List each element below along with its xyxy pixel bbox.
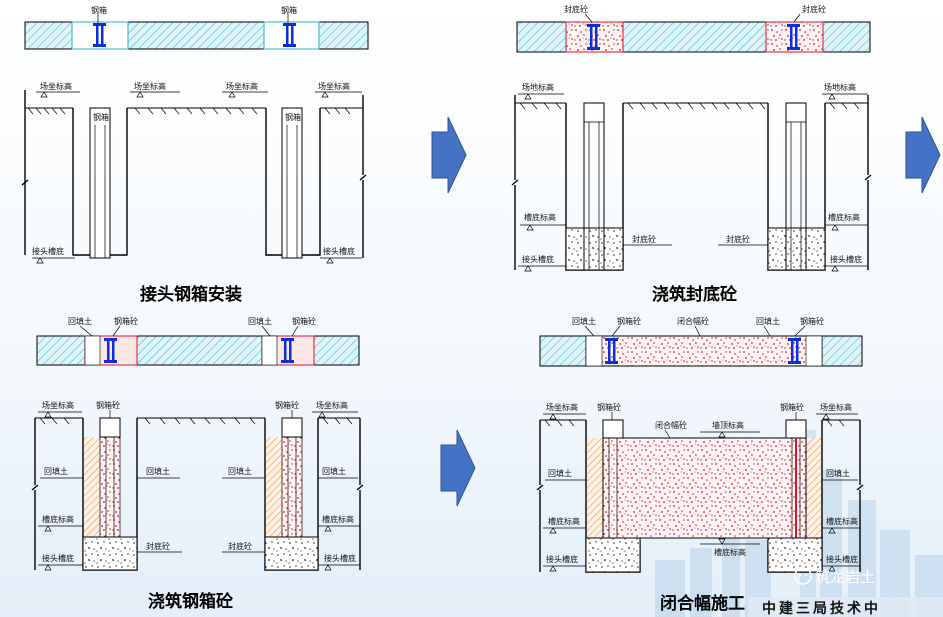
label-seal-concrete: 封底砼 <box>632 234 656 244</box>
label-box-concrete: 钢箱砼 <box>597 402 621 412</box>
steel-box-icon <box>281 338 294 363</box>
label-trench-bottom: 槽底标高 <box>42 514 74 524</box>
label-box-concrete: 钢箱砼 <box>114 316 138 326</box>
label-seal-concrete: 封底砼 <box>802 4 826 14</box>
label-backfill: 回填土 <box>548 468 572 478</box>
arrow-right-icon <box>431 116 467 194</box>
label-steel-box-vertical: 钢箱 <box>93 112 109 122</box>
label-backfill: 回填土 <box>572 316 596 326</box>
label-backfill: 回填土 <box>44 466 68 476</box>
label-top-elevation: 墙顶标高 <box>712 420 744 430</box>
watermark: 筑龙岩土 <box>794 567 875 586</box>
label-site-elevation: 场坐标高 <box>316 400 348 410</box>
label-trench-bottom: 槽底标高 <box>322 514 354 524</box>
plan-view-4: 回填土 钢箱砼 闭合幅砼 回填土 钢箱砼 <box>539 316 863 367</box>
label-backfill: 回填土 <box>68 316 92 326</box>
label-joint-bottom: 接头槽底 <box>830 254 862 264</box>
label-site-elevation: 场地标高 <box>824 82 856 92</box>
section-view-3: 场坐标高 钢箱砼 钢箱砼 场坐标高 回填土 回填土 回填土 回填土 槽底标高 槽… <box>31 400 364 571</box>
steel-box-icon <box>587 24 600 50</box>
label-joint-bottom: 接头槽底 <box>323 246 355 256</box>
plan-view-3: 回填土 钢箱砼 回填土 钢箱砼 <box>36 316 360 366</box>
arrow-right-icon <box>905 116 941 194</box>
label-site-elevation: 场坐标高 <box>226 81 258 91</box>
label-steel-box-vertical: 钢箱 <box>285 112 301 122</box>
plan-view-1: 钢箱 钢箱 <box>24 5 369 50</box>
label-site-elevation: 场坐标高 <box>134 81 166 91</box>
label-trench-bottom: 槽底标高 <box>826 516 858 526</box>
label-joint-bottom: 接头槽底 <box>546 554 578 564</box>
label-backfill: 回填土 <box>826 468 850 478</box>
steel-box-icon <box>788 338 801 364</box>
plan-view-2: 封底砼 封底砼 <box>516 4 871 53</box>
label-joint-bottom: 接头槽底 <box>522 254 554 264</box>
section-view-1: 场坐标高 场坐标高 场坐标高 场坐标高 钢箱 钢箱 接头槽底 接头槽底 <box>21 81 367 264</box>
watermark-text: 筑龙岩土 <box>815 568 875 586</box>
label-joint-bottom: 接头槽底 <box>826 554 858 564</box>
label-trench-bottom: 槽底标高 <box>714 547 746 557</box>
steel-box-icon <box>787 24 800 50</box>
label-seal-concrete: 封底砼 <box>228 541 252 551</box>
footer-org: 中建三局技术中 <box>762 600 881 617</box>
label-site-elevation: 场坐标高 <box>820 402 852 412</box>
label-site-elevation: 场坐标高 <box>546 402 578 412</box>
label-trench-bottom: 槽底标高 <box>524 212 556 222</box>
label-closure-concrete: 闭合幅砼 <box>677 316 709 326</box>
section-view-2: 场地标高 场地标高 槽底标高 槽底标高 接头槽底 接头槽底 封底砼 封底砼 <box>511 82 872 272</box>
label-steel-box: 钢箱 <box>281 5 297 15</box>
label-box-concrete: 钢箱砼 <box>780 402 804 412</box>
label-seal-concrete: 封底砼 <box>146 541 170 551</box>
label-box-concrete: 钢箱砼 <box>292 316 316 326</box>
arrow-right-icon <box>440 429 476 507</box>
label-site-elevation: 场地标高 <box>522 82 554 92</box>
label-joint-bottom: 接头槽底 <box>324 553 356 563</box>
label-site-elevation: 场坐标高 <box>40 81 72 91</box>
panel-joint-box-install: 钢箱 钢箱 场坐标高 <box>21 5 369 305</box>
label-site-elevation: 场坐标高 <box>318 81 350 91</box>
label-seal-concrete: 封底砼 <box>726 234 750 244</box>
steel-box-icon <box>104 338 117 363</box>
label-box-concrete: 钢箱砼 <box>96 400 120 410</box>
wechat-icon <box>794 567 812 585</box>
label-box-concrete: 钢箱砼 <box>800 316 824 326</box>
label-closure-concrete: 闭合幅砼 <box>655 420 687 430</box>
panel-box-concrete: 回填土 钢箱砼 回填土 钢箱砼 <box>31 316 364 612</box>
label-steel-box: 钢箱 <box>91 5 107 15</box>
label-backfill: 回填土 <box>248 316 272 326</box>
steel-box-icon <box>283 23 296 47</box>
steel-box-icon <box>93 23 106 47</box>
steel-box-icon <box>605 338 618 364</box>
label-backfill: 回填土 <box>228 466 252 476</box>
label-box-concrete: 钢箱砼 <box>617 316 641 326</box>
label-joint-bottom: 接头槽底 <box>32 246 64 256</box>
label-backfill: 回填土 <box>756 316 780 326</box>
caption-panel-3: 浇筑钢箱砼 <box>148 591 234 612</box>
label-backfill: 回填土 <box>146 466 170 476</box>
label-trench-bottom: 槽底标高 <box>548 516 580 526</box>
caption-panel-4: 闭合幅施工 <box>660 593 745 614</box>
panel-seal-concrete: 封底砼 封底砼 场地 <box>511 4 872 305</box>
caption-panel-2: 浇筑封底砼 <box>652 284 738 305</box>
label-site-elevation: 场坐标高 <box>42 400 74 410</box>
panel-closure-construction: 回填土 钢箱砼 闭合幅砼 回填土 钢箱砼 <box>536 316 864 614</box>
caption-panel-1: 接头钢箱安装 <box>140 284 242 305</box>
label-seal-concrete: 封底砼 <box>564 4 588 14</box>
label-backfill: 回填土 <box>322 466 346 476</box>
label-trench-bottom: 槽底标高 <box>828 212 860 222</box>
section-view-4: 场坐标高 钢箱砼 钢箱砼 场坐标高 闭合幅砼 墙顶标高 回填土 回填土 槽底标高… <box>536 402 864 573</box>
label-joint-bottom: 接头槽底 <box>42 553 74 563</box>
label-box-concrete: 钢箱砼 <box>275 400 299 410</box>
